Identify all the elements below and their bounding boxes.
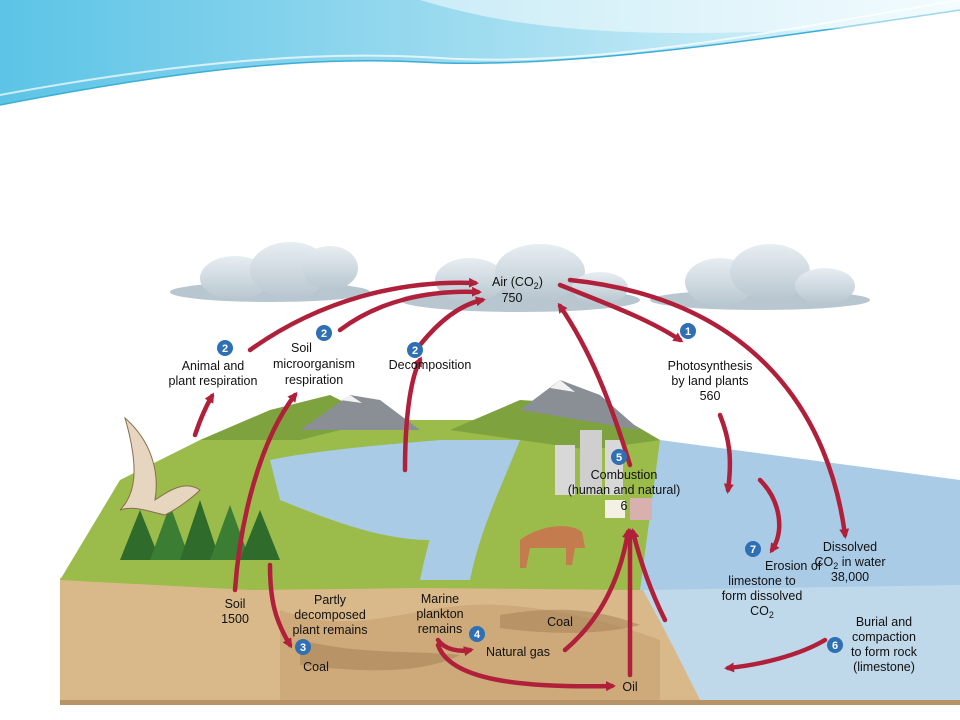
arrow-animal-respiration xyxy=(247,277,479,353)
label-burial-2: compaction xyxy=(852,630,916,644)
step-markers: 1 2 2 2 3 4 5 6 7 xyxy=(217,323,843,655)
svg-text:7: 7 xyxy=(750,544,756,556)
label-soil-value: 1500 xyxy=(221,612,249,626)
label-oil: Oil xyxy=(622,680,637,694)
svg-text:1: 1 xyxy=(685,326,691,338)
label-photo-1: Photosynthesis xyxy=(668,359,753,373)
label-burial-3: to form rock xyxy=(851,645,918,659)
label-photo-2: by land plants xyxy=(671,374,748,388)
label-photo-value: 560 xyxy=(700,389,721,403)
label-natural-gas: Natural gas xyxy=(486,645,550,659)
arrow-natural-gas xyxy=(435,637,474,657)
label-soil-micro-2: microorganism xyxy=(273,357,355,371)
svg-text:6: 6 xyxy=(832,640,838,652)
label-erosion-1: Erosion of xyxy=(765,559,822,573)
label-dissolved-2: CO2 in water xyxy=(814,555,885,571)
label-marine-1: Marine xyxy=(421,592,459,606)
label-combustion-2: (human and natural) xyxy=(568,483,681,497)
label-partly-1: Partly xyxy=(314,593,347,607)
label-burial-4: (limestone) xyxy=(853,660,915,674)
arrow-air-to-photosynthesis xyxy=(557,282,684,343)
label-partly-3: plant remains xyxy=(292,623,367,637)
arrow-soil-respiration xyxy=(337,286,482,333)
marker-3: 3 xyxy=(295,639,311,655)
label-air-value: 750 xyxy=(502,291,523,305)
label-dissolved-1: Dissolved xyxy=(823,540,877,554)
arrow-air-to-ocean xyxy=(567,277,850,539)
svg-text:2: 2 xyxy=(222,343,228,355)
header-banner xyxy=(0,0,960,106)
svg-text:4: 4 xyxy=(474,629,481,641)
arrow-soil-rise xyxy=(232,391,298,593)
label-animal-1: Animal and xyxy=(182,359,245,373)
marker-6: 6 xyxy=(827,637,843,653)
marker-5: 5 xyxy=(611,449,627,465)
cloud-left xyxy=(170,242,370,302)
marker-7: 7 xyxy=(745,541,761,557)
label-burial-1: Burial and xyxy=(856,615,912,629)
svg-text:2: 2 xyxy=(321,328,327,340)
arrow-to-coal-left xyxy=(267,562,293,649)
label-soil-micro-1: Soil xyxy=(291,341,312,355)
marker-1: 1 xyxy=(680,323,696,339)
diagram-labels: Air (CO2) 750 Animal and plant respirati… xyxy=(169,275,918,694)
label-combustion-1: Combustion xyxy=(591,468,658,482)
svg-text:5: 5 xyxy=(616,452,622,464)
cow-illustration xyxy=(520,526,585,568)
arrow-combustion-to-air xyxy=(557,302,633,468)
label-soil: Soil xyxy=(225,597,246,611)
eagle-illustration xyxy=(119,416,201,516)
flow-arrows xyxy=(192,277,850,692)
arrow-animal-rise xyxy=(192,392,215,438)
label-animal-2: plant respiration xyxy=(169,374,258,388)
label-dissolved-value: 38,000 xyxy=(831,570,869,584)
label-decomposition: Decomposition xyxy=(389,358,472,372)
label-erosion-2: limestone to xyxy=(728,574,795,588)
label-air: Air (CO2) xyxy=(492,275,543,291)
label-erosion-3: form dissolved xyxy=(722,589,803,603)
arrow-burial xyxy=(724,637,828,673)
arrow-gas-up xyxy=(562,528,632,653)
arrow-to-oil xyxy=(435,642,616,692)
label-partly-2: decomposed xyxy=(294,608,366,622)
arrow-decomposition xyxy=(417,296,486,348)
label-coal-right: Coal xyxy=(547,615,573,629)
label-erosion-4: CO2 xyxy=(750,604,774,620)
marker-2-soil: 2 xyxy=(316,325,332,341)
arrow-photo-to-ocean xyxy=(717,412,734,494)
cloud-right xyxy=(650,244,870,310)
label-coal-left: Coal xyxy=(303,660,329,674)
marker-2-animal: 2 xyxy=(217,340,233,356)
arrow-erosion xyxy=(757,477,782,554)
label-marine-2: plankton xyxy=(416,607,463,621)
label-soil-micro-3: respiration xyxy=(285,373,343,387)
label-combustion-value: 6 xyxy=(621,499,628,513)
ocean xyxy=(640,440,960,590)
svg-text:2: 2 xyxy=(412,345,418,357)
mountains xyxy=(300,380,640,430)
arrow-coal-up xyxy=(629,528,668,623)
marker-4: 4 xyxy=(469,626,485,642)
label-marine-3: remains xyxy=(418,622,462,636)
marker-2-decomposition: 2 xyxy=(407,342,423,358)
arrow-decomp-rise xyxy=(402,356,423,473)
svg-text:3: 3 xyxy=(300,642,306,654)
